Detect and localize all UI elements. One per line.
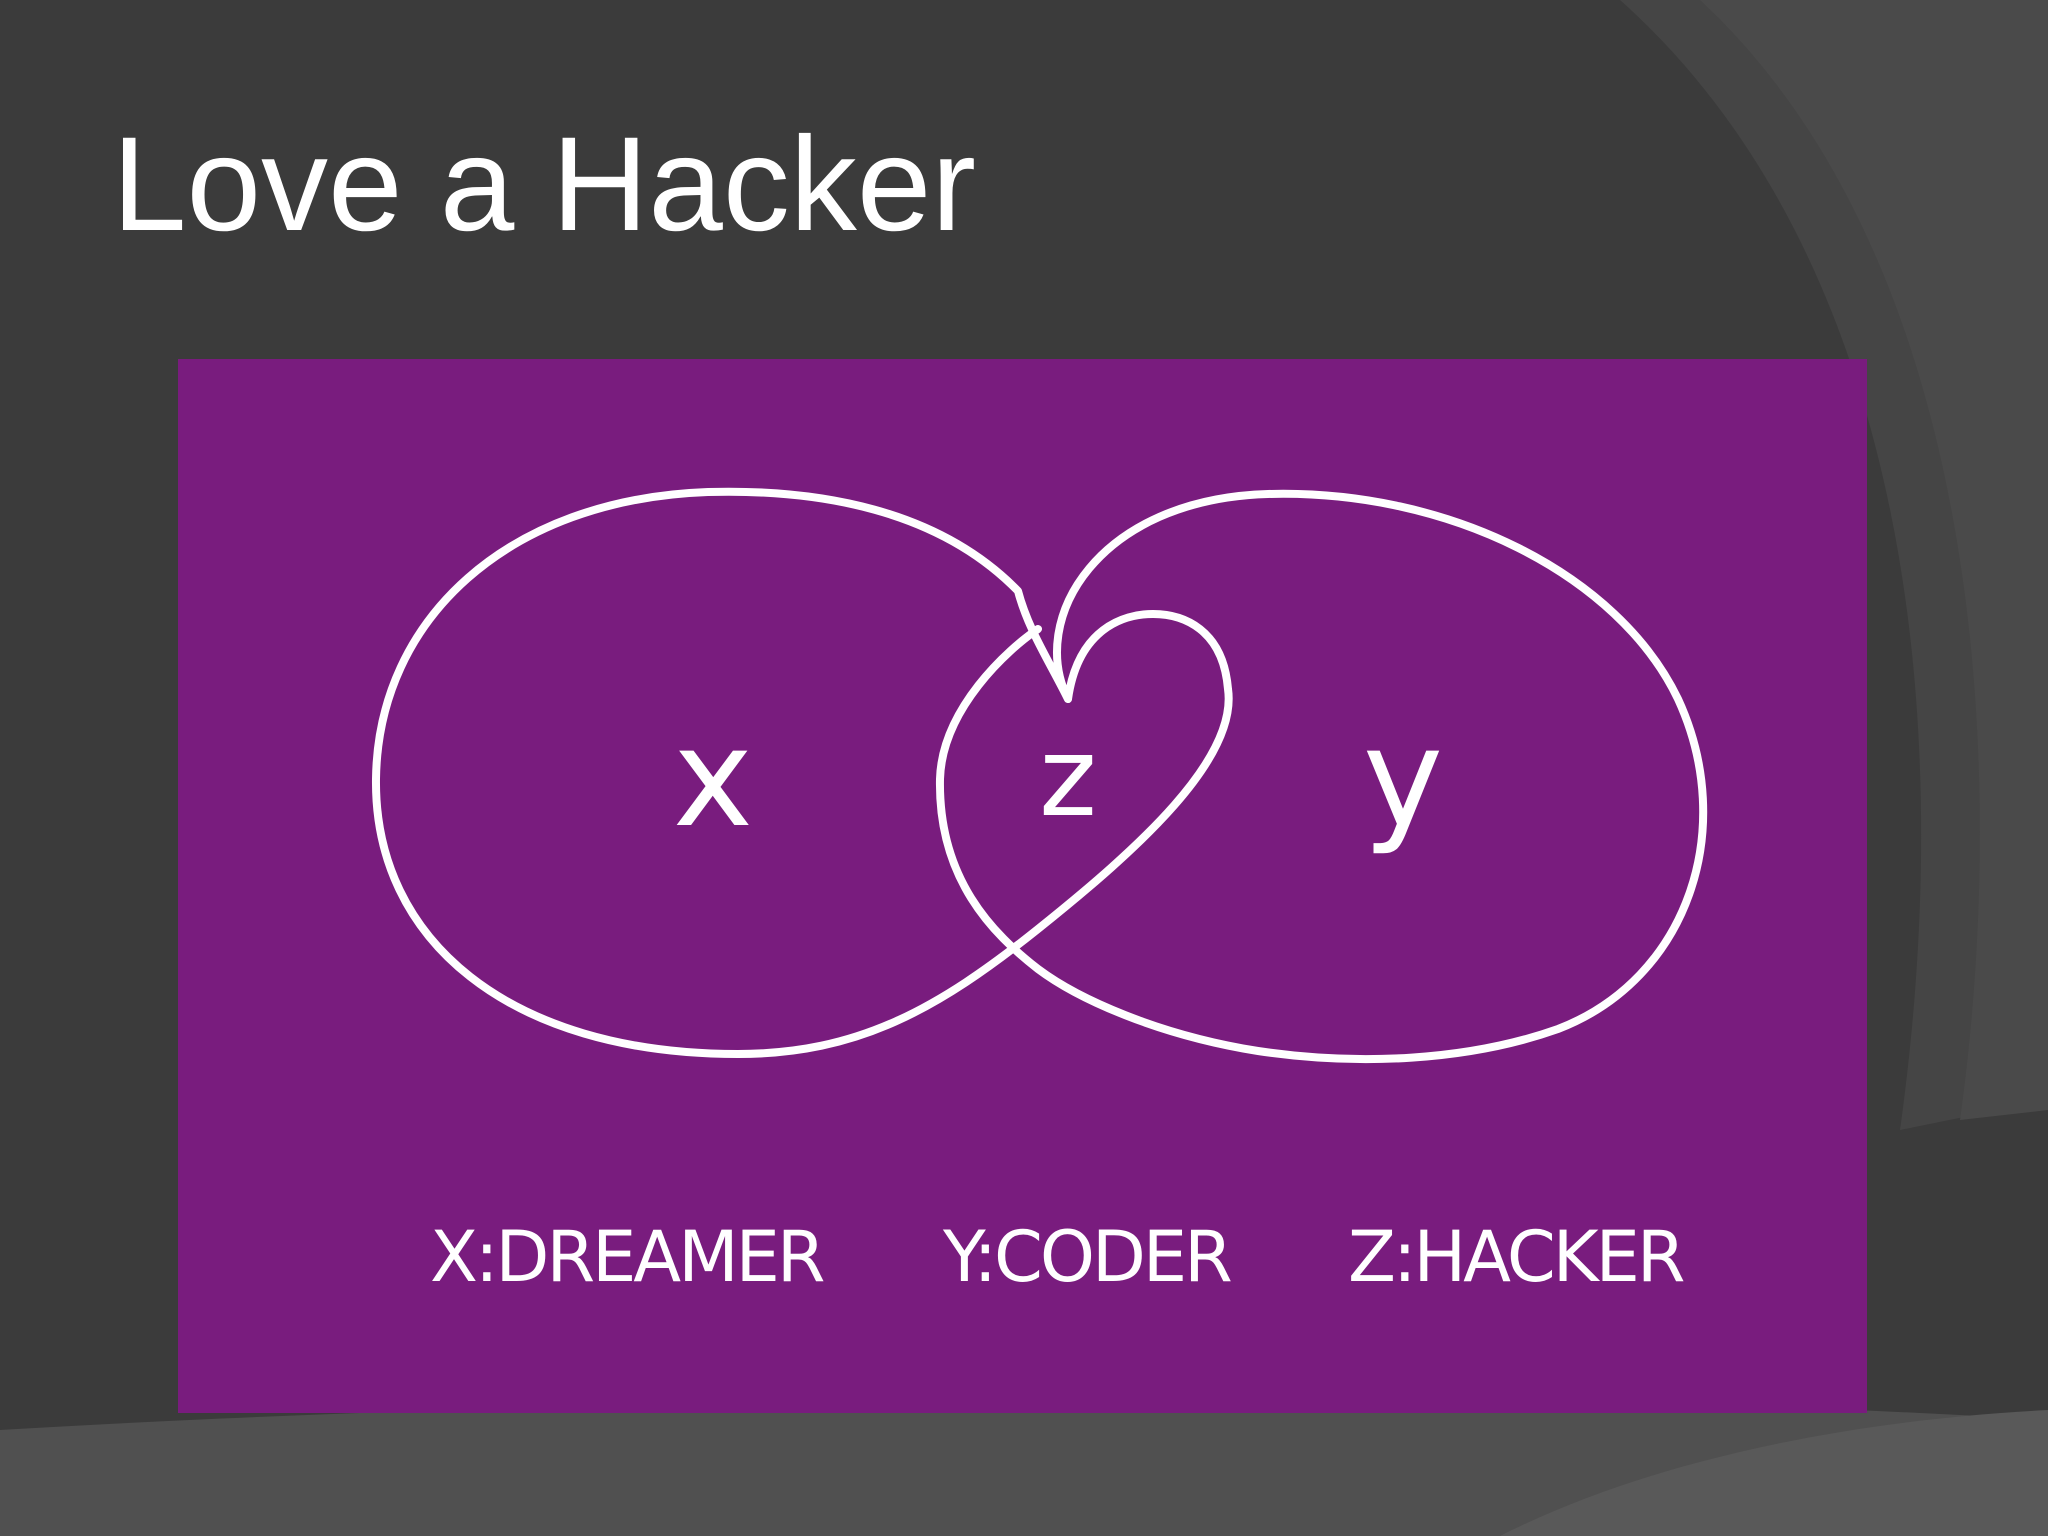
label-z: z (1039, 713, 1097, 841)
bg-arc-bottom-2 (1500, 1410, 2048, 1536)
label-y: y (1363, 700, 1443, 858)
label-x: x (673, 700, 753, 858)
legend-x-dreamer: X:DREAMER (430, 1216, 824, 1298)
slide-title: Love a Hacker (112, 110, 976, 259)
legend-y-coder: Y:CODER (942, 1216, 1231, 1298)
bg-arc-bottom (0, 1397, 2048, 1536)
bg-arc-right-inner (1700, 0, 2048, 1120)
left-ellipse (371, 487, 1233, 1058)
venn-diagram: x z y X:DREAMER Y:CODER Z:HACKER (371, 487, 1708, 1298)
venn-diagram-panel: x z y X:DREAMER Y:CODER Z:HACKER (178, 359, 1867, 1413)
right-ellipse (935, 489, 1708, 1064)
legend-z-hacker: Z:HACKER (1348, 1216, 1684, 1298)
